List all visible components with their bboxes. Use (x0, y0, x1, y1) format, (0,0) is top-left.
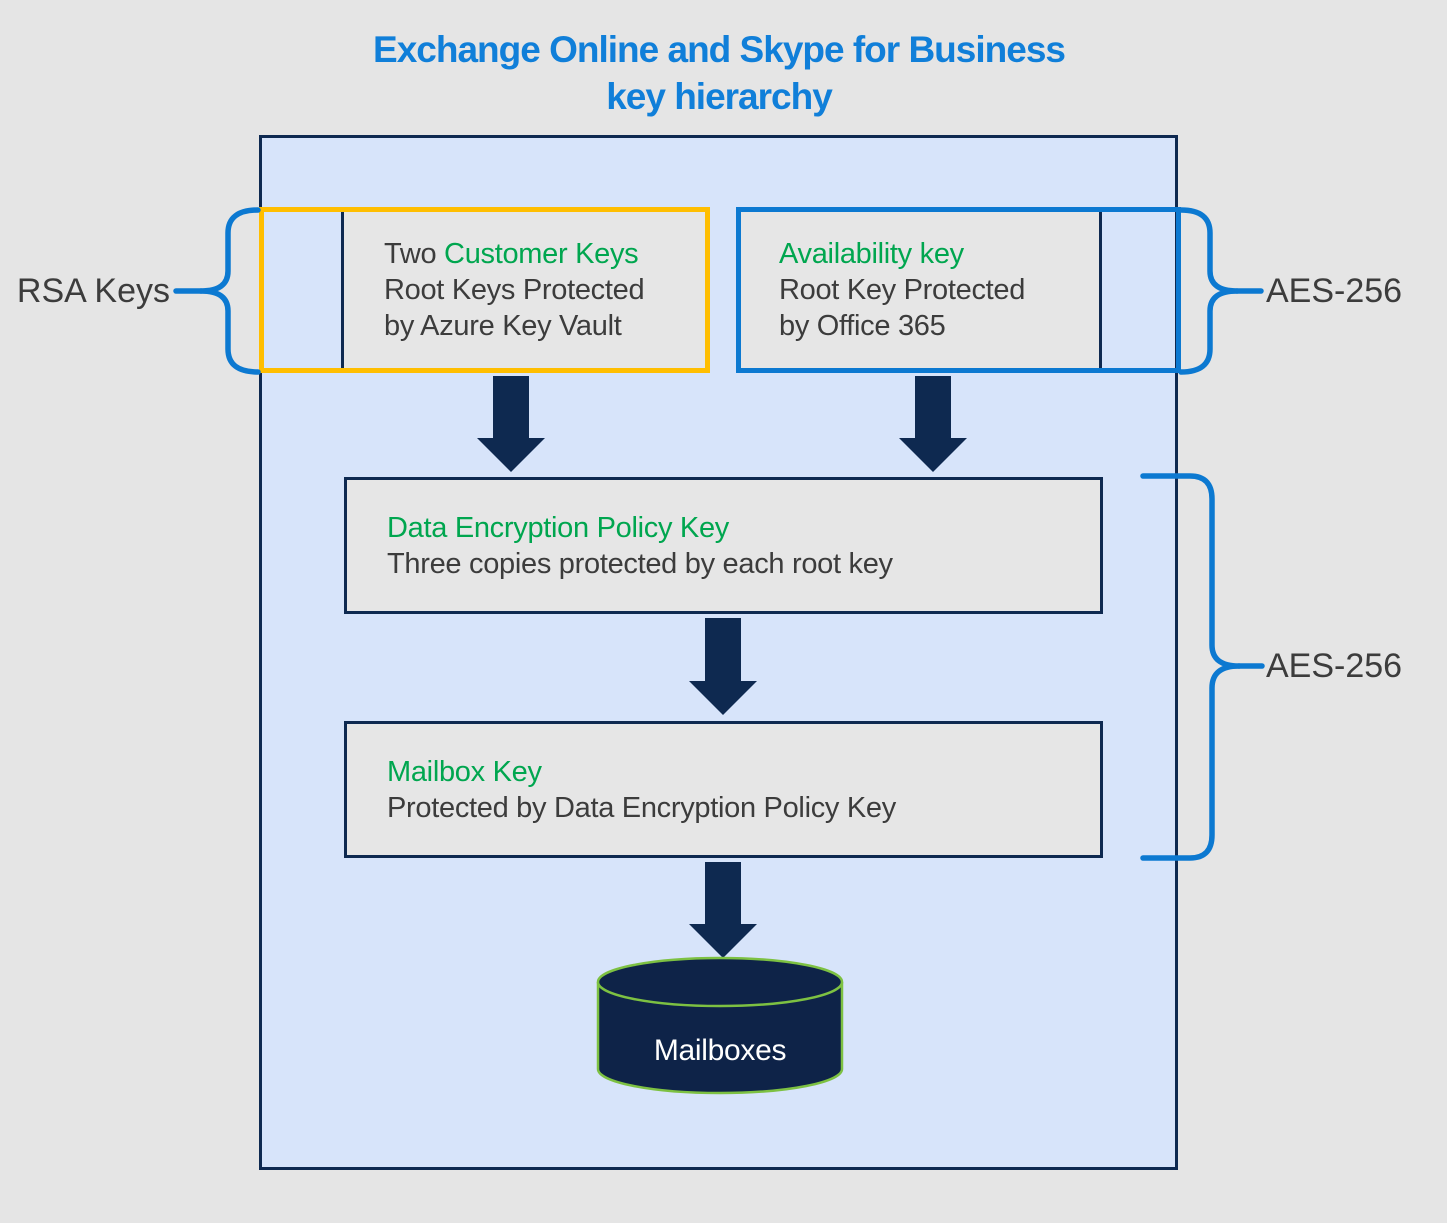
availability-key-desc-2: by Office 365 (779, 310, 946, 342)
mailbox-key-name: Mailbox Key (387, 755, 542, 788)
down-arrow-customer-to-dep-head-icon (477, 438, 545, 472)
dep-key-name: Data Encryption Policy Key (387, 511, 729, 544)
diagram-title: Exchange Online and Skype for Business k… (259, 26, 1179, 120)
customer-keys-box: Two Customer Keys Root Keys Protected by… (341, 209, 707, 371)
customer-keys-intro: Two (384, 238, 445, 270)
down-arrow-availability-to-dep-icon (915, 376, 951, 438)
down-arrow-mailboxkey-to-mailboxes-head-icon (689, 924, 757, 958)
customer-keys-name: Customer Keys (444, 238, 639, 270)
title-line-2: key hierarchy (606, 76, 833, 117)
title-line-1: Exchange Online and Skype for Business (373, 29, 1066, 70)
down-arrow-mailboxkey-to-mailboxes-icon (705, 862, 741, 924)
rsa-keys-brace-icon (198, 207, 261, 375)
dep-key-desc-1: Three copies protected by each root key (387, 547, 893, 580)
mailbox-key-desc-1: Protected by Data Encryption Policy Key (387, 791, 896, 824)
down-arrow-availability-to-dep-head-icon (899, 438, 967, 472)
mailbox-key-box: Mailbox Key Protected by Data Encryption… (344, 721, 1103, 858)
availability-key-blue-outline (736, 207, 1181, 373)
aes-256-bottom-label: AES-256 (1266, 647, 1403, 685)
mailboxes-label: Mailboxes (653, 1034, 787, 1067)
customer-keys-desc-2: by Azure Key Vault (384, 310, 622, 342)
customer-keys-orange-outline (259, 207, 710, 373)
aes-256-top-label: AES-256 (1266, 272, 1403, 310)
down-arrow-dep-to-mailboxkey-head-icon (689, 681, 757, 715)
rsa-keys-label: RSA Keys (16, 272, 170, 310)
availability-key-box: Availability key Root Key Protected by O… (739, 209, 1102, 371)
data-encryption-policy-key-box: Data Encryption Policy Key Three copies … (344, 477, 1103, 614)
customer-keys-title: Two Customer Keys (384, 236, 707, 272)
availability-key-name: Availability key (779, 238, 964, 270)
aes-256-top-brace-icon (1178, 207, 1240, 375)
customer-keys-desc-1: Root Keys Protected (384, 274, 645, 306)
down-arrow-dep-to-mailboxkey-icon (705, 618, 741, 681)
down-arrow-customer-to-dep-icon (493, 376, 529, 438)
availability-key-desc-1: Root Key Protected (779, 274, 1026, 306)
